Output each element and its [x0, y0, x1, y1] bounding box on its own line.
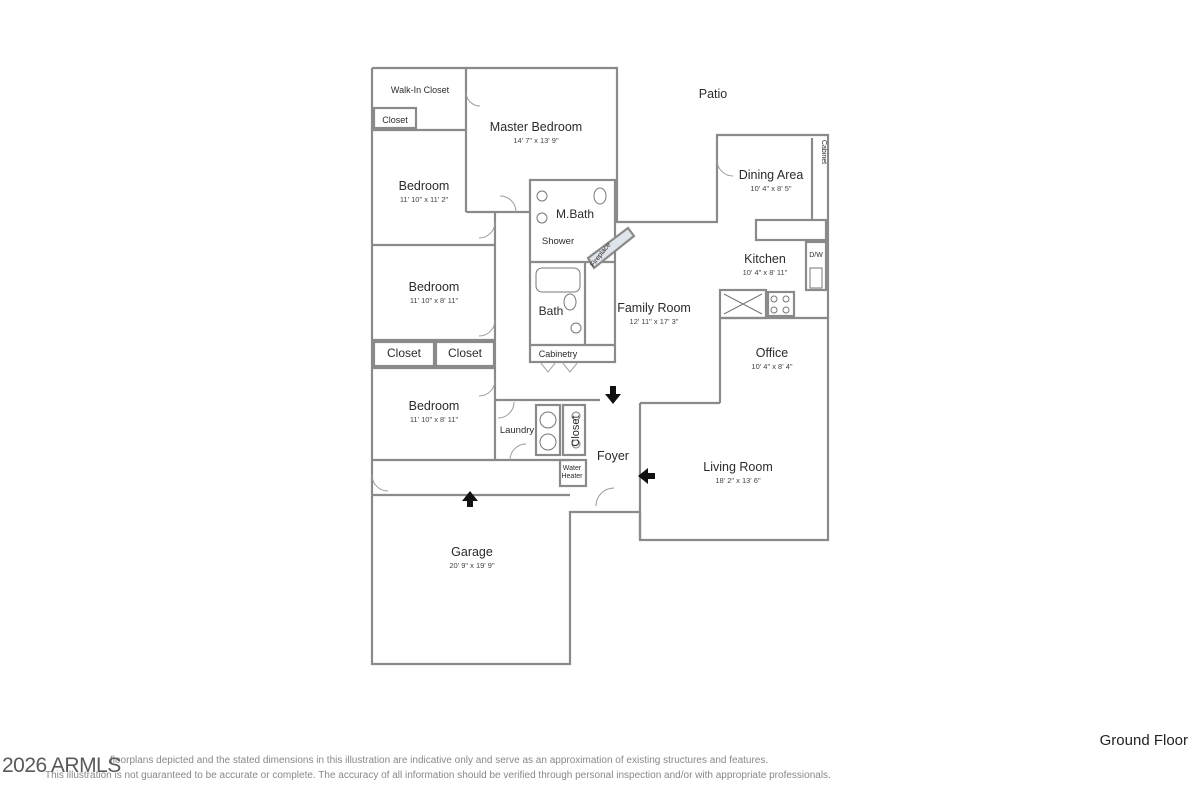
watermark: 2026 ARMLS — [2, 754, 121, 777]
water-heater-label: Water — [563, 465, 582, 472]
dining-area-label: Dining Area — [739, 168, 804, 182]
bedroom-label: Bedroom — [409, 399, 460, 413]
wall — [370, 66, 830, 666]
walk-in-closet-label: Walk-In Closet — [391, 85, 450, 95]
family-room-dims: 12' 11" x 17' 3" — [630, 317, 679, 326]
entry-arrow-down — [605, 394, 621, 404]
kitchen-dims: 10' 4" x 8' 11" — [743, 268, 788, 277]
bath-label: Bath — [539, 304, 564, 318]
family-room-label: Family Room — [617, 301, 691, 315]
bedroom-dims: 11' 10" x 11' 2" — [400, 195, 449, 204]
water-heater-label: Heater — [561, 473, 583, 480]
cabinet-label: Cabinet — [820, 140, 827, 164]
living-room-label: Living Room — [703, 460, 772, 474]
master-bedroom-dims: 14' 7" x 13' 9" — [513, 136, 559, 145]
entry-arrow-up — [462, 491, 478, 501]
laundry-label: Laundry — [500, 425, 535, 436]
bedroom-label: Bedroom — [409, 280, 460, 294]
disclaimer-line: This illustration is not guaranteed to b… — [45, 770, 831, 781]
bedroom-label: Bedroom — [399, 179, 450, 193]
foyer-label: Foyer — [597, 449, 629, 463]
cabinetry-label: Cabinetry — [539, 349, 578, 359]
garage-dims: 20' 9" x 19' 9" — [449, 561, 495, 570]
floor-label: Ground Floor — [1099, 732, 1188, 749]
m-bath-label: M.Bath — [556, 207, 594, 221]
office-dims: 10' 4" x 8' 4" — [751, 362, 792, 371]
bedroom-dims: 11' 10" x 8' 11" — [410, 296, 459, 305]
dining-area-dims: 10' 4" x 8' 5" — [750, 184, 791, 193]
dw-label: D/W — [809, 252, 823, 259]
disclaimer-line: floorplans depicted and the stated dimen… — [110, 755, 769, 766]
office-label: Office — [756, 346, 788, 360]
closet-label: Closet — [387, 346, 422, 360]
closet-label: Closet — [570, 415, 582, 446]
patio-label: Patio — [699, 87, 728, 101]
shower-label: Shower — [542, 236, 574, 247]
kitchen-label: Kitchen — [744, 252, 786, 266]
closet-label: Closet — [382, 115, 408, 125]
closet-label: Closet — [448, 346, 483, 360]
master-bedroom-label: Master Bedroom — [490, 120, 582, 134]
bedroom-dims: 11' 10" x 8' 11" — [410, 415, 459, 424]
garage-label: Garage — [451, 545, 493, 559]
entry-arrow-left — [638, 468, 648, 484]
living-room-dims: 18' 2" x 13' 6" — [715, 476, 761, 485]
